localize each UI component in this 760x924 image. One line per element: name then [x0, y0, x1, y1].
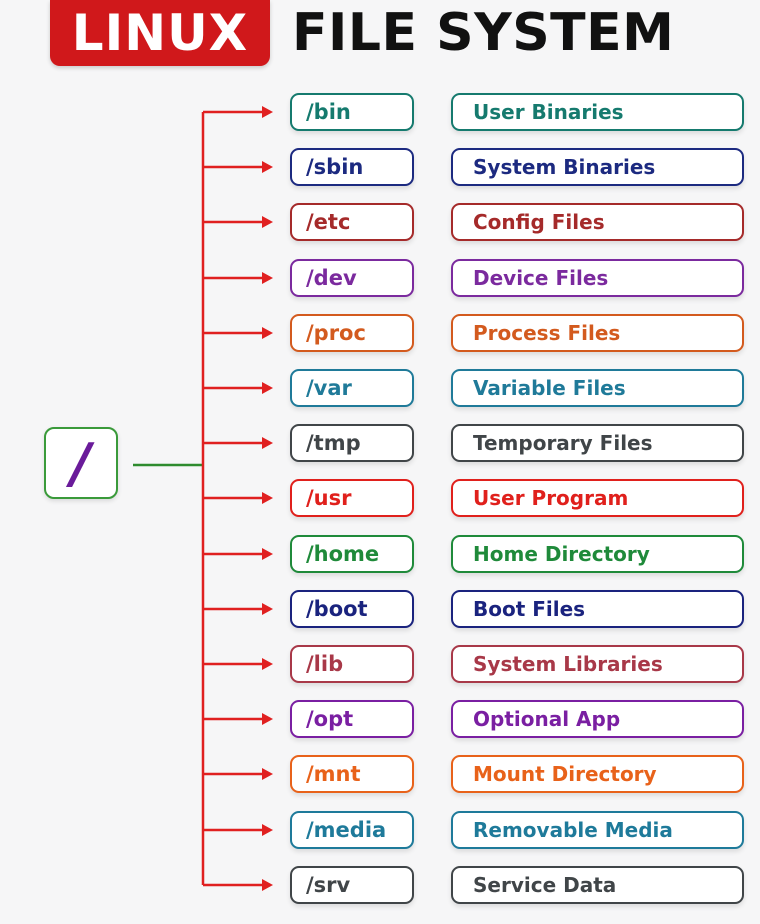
- directory-description-box: System Libraries: [451, 645, 744, 683]
- directory-box: /boot: [290, 590, 414, 628]
- directory-description-box: User Binaries: [451, 93, 744, 131]
- arrow-head-icon: [262, 713, 273, 725]
- arrow-head-icon: [262, 161, 273, 173]
- arrow-head-icon: [262, 768, 273, 780]
- directory-box: /var: [290, 369, 414, 407]
- arrow-head-icon: [262, 879, 273, 891]
- directory-box: /etc: [290, 203, 414, 241]
- directory-box: /usr: [290, 479, 414, 517]
- arrow-head-icon: [262, 216, 273, 228]
- arrow-head-icon: [262, 272, 273, 284]
- directory-description-box: Temporary Files: [451, 424, 744, 462]
- directory-description-box: Mount Directory: [451, 755, 744, 793]
- directory-description-box: Config Files: [451, 203, 744, 241]
- root-directory-label: /: [71, 431, 91, 495]
- directory-box: /tmp: [290, 424, 414, 462]
- directory-box: /dev: [290, 259, 414, 297]
- directory-description-box: Home Directory: [451, 535, 744, 573]
- directory-description-box: Service Data: [451, 866, 744, 904]
- arrow-head-icon: [262, 382, 273, 394]
- directory-box: /sbin: [290, 148, 414, 186]
- title-badge-text: LINUX: [71, 4, 249, 62]
- directory-description-box: User Program: [451, 479, 744, 517]
- directory-description-box: Removable Media: [451, 811, 744, 849]
- arrow-head-icon: [262, 658, 273, 670]
- arrow-head-icon: [262, 327, 273, 339]
- arrow-head-icon: [262, 437, 273, 449]
- directory-box: /lib: [290, 645, 414, 683]
- directory-description-box: Process Files: [451, 314, 744, 352]
- directory-box: /proc: [290, 314, 414, 352]
- directory-description-box: Device Files: [451, 259, 744, 297]
- directory-box: /media: [290, 811, 414, 849]
- arrow-head-icon: [262, 492, 273, 504]
- directory-box: /srv: [290, 866, 414, 904]
- directory-description-box: System Binaries: [451, 148, 744, 186]
- directory-description-box: Variable Files: [451, 369, 744, 407]
- arrow-head-icon: [262, 603, 273, 615]
- directory-box: /bin: [290, 93, 414, 131]
- page-title: FILE SYSTEM: [292, 3, 675, 63]
- title-badge: LINUX: [50, 0, 270, 66]
- arrow-head-icon: [262, 824, 273, 836]
- directory-box: /opt: [290, 700, 414, 738]
- arrow-head-icon: [262, 106, 273, 118]
- arrow-head-icon: [262, 548, 273, 560]
- directory-box: /mnt: [290, 755, 414, 793]
- root-directory-box: /: [44, 427, 118, 499]
- directory-box: /home: [290, 535, 414, 573]
- directory-description-box: Optional App: [451, 700, 744, 738]
- directory-description-box: Boot Files: [451, 590, 744, 628]
